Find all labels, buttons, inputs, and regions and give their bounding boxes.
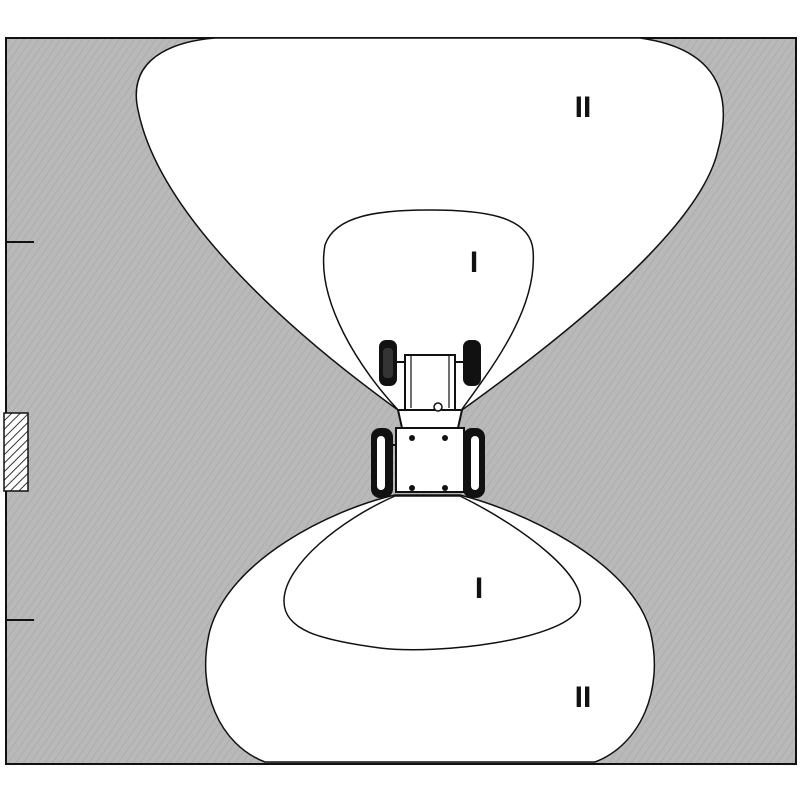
- rear-inner-zone-label: I: [475, 572, 483, 605]
- articulated-loader-top-view-icon: [371, 340, 485, 498]
- front-inner-zone-label: I: [470, 246, 478, 279]
- hatched-wall-marker-icon: [3, 412, 29, 492]
- rear-inner-zone: [283, 495, 582, 651]
- rear-outer-zone-label: II: [575, 681, 592, 714]
- front-outer-zone-label: II: [575, 91, 592, 124]
